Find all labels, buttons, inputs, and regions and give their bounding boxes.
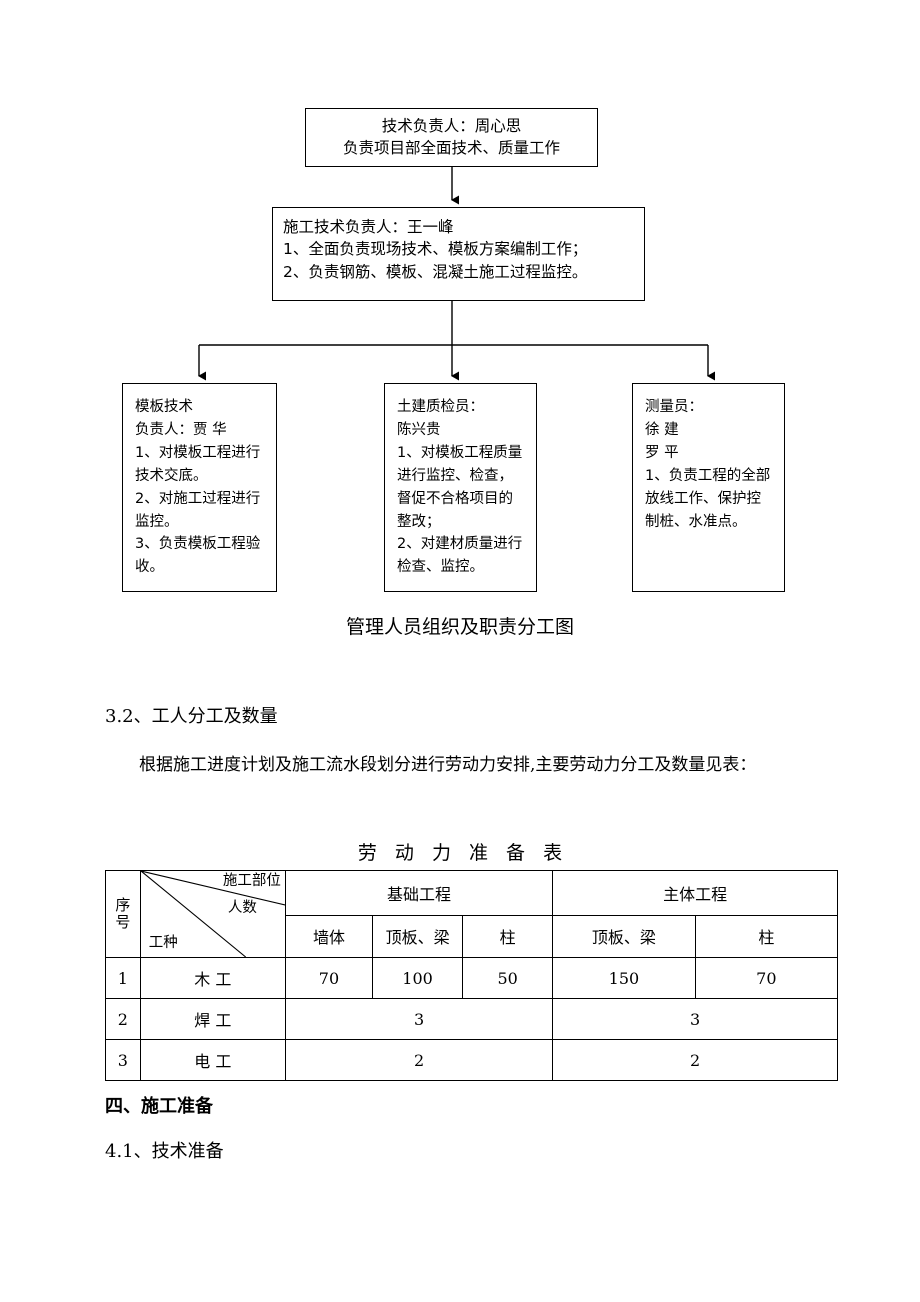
cell-value-merged: 3 [552,998,838,1040]
table-header-row-2: 墙体 顶板、梁 柱 顶板、梁 柱 [106,914,839,958]
cell-trade: 木 工 [139,957,286,999]
org-flowchart: 技术负责人：周心思 负责项目部全面技术、质量工作 施工技术负责人：王一峰 1、全… [0,0,920,600]
seq-header-line1: 序 [115,895,131,914]
seq-header-line2: 号 [115,913,131,931]
flowchart-node-construction-technical-director: 施工技术负责人：王一峰 1、全面负责现场技术、模板方案编制工作； 2、负责钢筋、… [272,207,645,301]
node-line: 1、全面负责现场技术、模板方案编制工作； [283,240,588,259]
header-sub-column: 柱 [462,914,554,958]
cell-sequence: 2 [105,998,141,1040]
cell-value-merged: 2 [552,1039,838,1081]
node-line: 测量员： [645,399,703,415]
header-label-trade: 工种 [148,935,178,952]
node-line: 模板技术 [135,399,193,415]
header-label-site: 施工部位 [222,873,281,889]
header-cell-sequence: 序 号 [105,870,141,958]
cell-trade: 电 工 [139,1039,286,1081]
header-sub-wall: 墙体 [284,914,373,958]
cell-sequence: 1 [105,957,141,999]
table-title: 劳 动 力 准 备 表 [357,842,569,864]
node-line: 徐 建 [645,421,679,438]
node-line: 陈兴贵 [397,421,441,438]
header-label-count: 人数 [227,900,257,916]
cell-value: 50 [462,957,554,999]
cell-value: 100 [371,957,464,999]
flowchart-node-civil-quality-inspector: 土建质检员： 陈兴贵 1、对模板工程质量 进行监控、检查， 督促不合格项目的 整… [384,383,537,592]
node-line: 技术交底。 [135,467,208,484]
table-header-row-1: 序 号 施工部位 人数 工种 基础工程 主体工程 [105,870,838,958]
flowchart-node-technical-director: 技术负责人：周心思 负责项目部全面技术、质量工作 [305,108,598,167]
node-line: 2、负责钢筋、模板、混凝土施工过程监控。 [283,262,588,281]
node-line: 收。 [135,559,164,576]
figure-caption: 管理人员组织及职责分工图 [345,616,574,638]
section-heading-4-1: 4.1、技术准备 [105,1141,224,1162]
table-row: 3 电 工 2 2 [105,1039,838,1081]
node-line: 1、负责工程的全部 [645,467,771,484]
node-line: 检查、监控。 [397,559,484,576]
cell-trade: 焊 工 [139,998,286,1040]
flowchart-node-formwork-technology: 模板技术 负责人：贾 华 1、对模板工程进行 技术交底。 2、对施工过程进行 监… [122,383,277,592]
body-paragraph: 根据施工进度计划及施工流水段划分进行劳动力安排,主要劳动力分工及数量见表： [139,755,757,775]
header-sub-column2: 柱 [694,914,839,958]
header-cell-diagonal: 施工部位 人数 工种 [139,870,286,958]
header-group-main-structure: 主体工程 [552,870,838,916]
cell-value: 70 [694,957,839,999]
cell-value-merged: 2 [284,1039,554,1081]
node-line: 进行监控、检查， [397,467,513,484]
cell-sequence: 3 [105,1039,141,1081]
node-line: 1、对模板工程质量 [397,444,523,461]
node-line: 负责项目部全面技术、质量工作 [342,139,560,158]
header-sub-slab-beam: 顶板、梁 [371,914,464,958]
node-line: 1、对模板工程进行 [135,444,261,461]
node-line: 2、对施工过程进行 [135,490,261,507]
cell-value: 150 [552,957,696,999]
section-heading-3-2: 3.2、工人分工及数量 [105,706,278,727]
cell-value-merged: 3 [284,998,554,1040]
diagonal-split-lines [140,871,285,957]
flowchart-node-surveyor: 测量员： 徐 建 罗 平 1、负责工程的全部 放线工作、保护控 制桩、水准点。 [632,383,785,592]
node-line: 施工技术负责人：王一峰 [283,218,454,236]
node-line: 整改； [397,513,441,530]
table-row: 2 焊 工 3 3 [105,998,838,1040]
table-row: 1 木 工 70 100 50 150 70 [105,957,839,999]
node-line: 3、负责模板工程验 [135,536,261,553]
node-line: 罗 平 [645,444,679,461]
header-group-foundation: 基础工程 [284,870,554,916]
node-line: 督促不合格项目的 [397,490,513,507]
node-line: 负责人：贾 华 [135,421,227,438]
node-line: 2、对建材质量进行 [397,536,523,553]
node-line: 监控。 [135,513,179,530]
node-line: 土建质检员： [397,399,484,415]
cell-value: 70 [284,957,373,999]
header-sub-slab-beam2: 顶板、梁 [552,914,696,958]
labor-preparation-table: 序 号 施工部位 人数 工种 基础工程 主体工程 墙体 顶板、梁 柱 顶板、梁 … [105,870,839,1081]
node-line: 制桩、水准点。 [645,513,747,530]
section-heading-4: 四、施工准备 [105,1096,213,1117]
node-line: 放线工作、保护控 [645,490,761,507]
node-line: 技术负责人：周心思 [381,117,522,135]
